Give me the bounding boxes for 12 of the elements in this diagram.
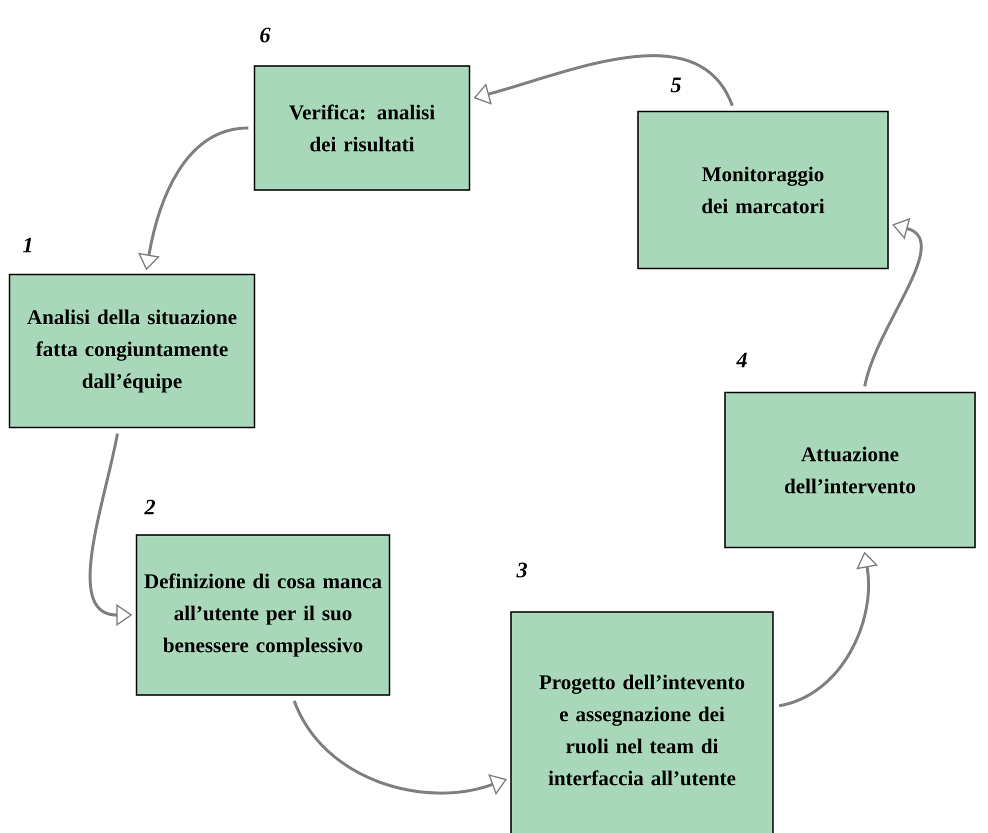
- process-box: Attuazione dell’intervento: [724, 392, 976, 548]
- process-box: Verifica: analisi dei risultati: [254, 65, 470, 191]
- step-number: 5: [670, 78, 681, 92]
- step-number: 4: [736, 352, 747, 368]
- step-number: 6: [260, 28, 271, 42]
- process-box: Monitoraggio dei marcatori: [637, 110, 889, 270]
- step-number: 3: [516, 562, 527, 578]
- step-number: 1: [23, 238, 32, 252]
- process-box: Definizione di cosa manca all’utente per il suo benessere complessivo: [136, 534, 390, 696]
- process-box: Analisi della situazione fatta congiuntamente dall’équipe: [8, 274, 256, 428]
- process-box: Progetto dell’intevento e assegnazione dei ruoli nel team di interfaccia all’utente: [510, 611, 774, 833]
- step-number: 2: [144, 500, 155, 514]
